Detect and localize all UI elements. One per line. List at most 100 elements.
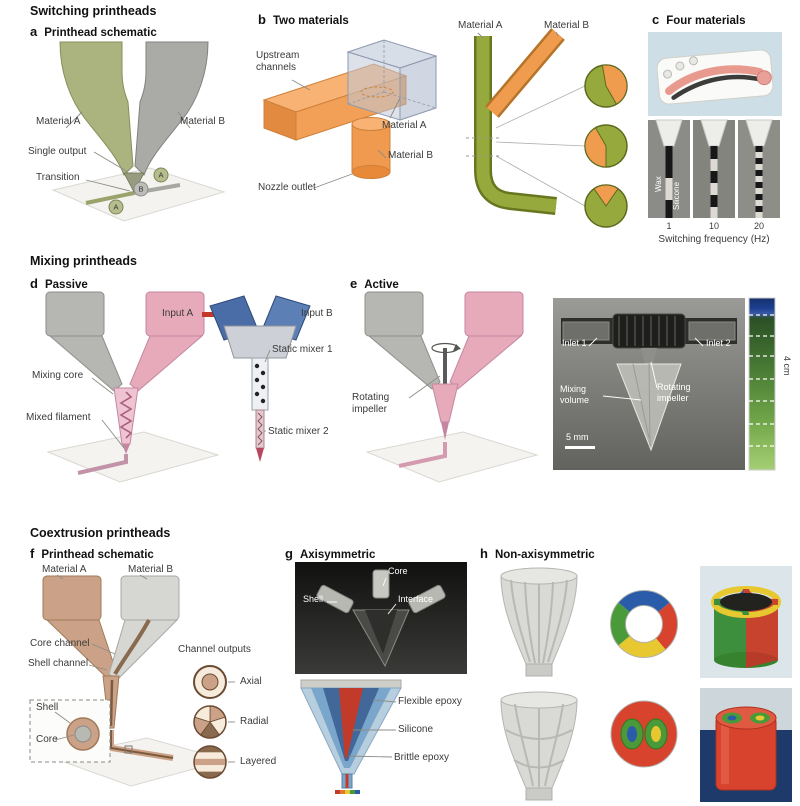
panel-c-frequency-photos <box>648 119 780 218</box>
panel-d-mixed-filament-label: Mixed filament <box>26 412 91 423</box>
panel-e-header: e Active <box>350 276 399 291</box>
panel-f-core-label: Core <box>36 734 58 745</box>
panel-f-schematic <box>29 574 235 787</box>
panel-d-letter: d <box>30 276 38 291</box>
panel-h-cross-section-blobs <box>610 700 678 768</box>
panel-f-title: Printhead schematic <box>41 549 154 561</box>
material-a-box <box>346 39 438 121</box>
panel-f-shell-channel-label: Shell channel <box>28 658 89 669</box>
panel-f-core-channel-label: Core channel <box>30 638 90 649</box>
shell-core-inset <box>29 699 111 763</box>
panel-e-schematic <box>364 291 539 483</box>
mixer-hardware <box>561 313 737 364</box>
panel-e-height-scale-label: 4 cm <box>782 356 792 376</box>
panel-a-illustration <box>51 41 226 222</box>
panel-c-tick-10: 10 <box>708 221 719 231</box>
syringe-gray <box>364 291 441 390</box>
panel-b-title: Two materials <box>272 15 349 27</box>
panel-e-photo <box>553 298 745 470</box>
panel-c-title: Four materials <box>666 15 746 27</box>
syringe-gray <box>45 291 123 392</box>
printed-cylinder <box>715 706 777 791</box>
strip-20hz <box>738 119 780 218</box>
panel-f-layered-label: Layered <box>240 756 277 767</box>
static-mixer-2-tube <box>255 409 265 462</box>
panel-d-mixing-core-label: Mixing core <box>32 370 84 381</box>
leader-lines <box>477 31 559 39</box>
panel-c-device-photo <box>648 32 782 116</box>
panel-g-letter: g <box>285 546 293 561</box>
core-channel-flow <box>113 619 151 676</box>
panel-g-illustrations <box>295 562 467 794</box>
panel-e-mixing-volume-label: Mixing volume <box>560 384 590 405</box>
panel-c-tick-1: 1 <box>666 221 672 231</box>
panel-f-header: f Printhead schematic <box>30 546 154 561</box>
panel-h-header: h Non-axisymmetric <box>480 546 595 561</box>
flutes <box>505 703 573 787</box>
panel-c-axis-label: Switching frequency (Hz) <box>658 234 770 245</box>
panel-f-letter: f <box>30 546 35 561</box>
panel-c-silicone-label: Silicone <box>672 181 681 210</box>
flutes <box>510 579 568 664</box>
panel-e-inlet-1-label: Inlet 1 <box>562 338 587 348</box>
impeller-rod <box>431 342 461 398</box>
color-ring <box>610 590 678 658</box>
panel-h-cross-section-ring <box>610 590 678 658</box>
panel-g-silicone-label: Silicone <box>398 724 434 735</box>
layer-dashes <box>749 314 775 447</box>
panel-e-rotating-impeller-label: Rotating impeller <box>352 392 390 415</box>
panel-h-nozzle-render-2 <box>500 691 578 801</box>
panel-b-material-b-channel-label: Material B <box>544 20 590 31</box>
panel-b-header: b Two materials <box>258 12 349 27</box>
panel-c-letter: c <box>652 12 660 27</box>
panel-g-header: g Axisymmetric <box>285 546 375 561</box>
build-platform <box>365 431 539 483</box>
syringe-pink <box>449 291 524 390</box>
scale-bar <box>565 446 595 449</box>
panel-a-material-b-label: Material B <box>180 116 226 127</box>
panel-h-print-photo-2 <box>700 688 792 802</box>
static-mixer-1-tube <box>251 357 269 411</box>
panel-e-rotating-impeller-photo-label: Rotating impeller <box>657 382 691 403</box>
panel-a-single-output-label: Single output <box>28 146 87 157</box>
panel-b-switching-diagram <box>466 28 628 228</box>
panel-a-title: Printhead schematic <box>44 27 157 39</box>
panel-e-letter: e <box>350 276 358 291</box>
leader-lines <box>348 699 397 758</box>
panel-b-material-b-label: Material B <box>388 150 434 161</box>
coextrusion-photo <box>295 562 467 674</box>
panel-d-schematic <box>45 291 220 483</box>
leader-lines <box>264 349 271 432</box>
rainbow-extrudate <box>335 790 360 794</box>
nozzle-outlet-cylinder <box>351 117 391 179</box>
printed-cylinder <box>711 586 781 668</box>
panel-g-brittle-epoxy-label: Brittle epoxy <box>394 752 450 763</box>
panel-a-letter: a <box>30 24 38 39</box>
panel-a-header: a Printhead schematic <box>30 24 157 39</box>
panel-b-material-a-channel-label: Material A <box>458 20 503 31</box>
section-title-switching: Switching printheads <box>30 4 157 18</box>
panel-d-static-mixer <box>202 295 311 462</box>
leader-lines <box>65 111 191 192</box>
nozzle-material-b <box>134 41 209 176</box>
panel-c-header: c Four materials <box>652 12 745 27</box>
panel-d-header: d Passive <box>30 276 88 291</box>
panel-c-tick-20: 20 <box>753 221 764 231</box>
panel-b-nozzle-schematic <box>262 39 438 189</box>
channel-output-layered <box>193 745 227 779</box>
panel-f-material-a-label: Material A <box>42 564 87 575</box>
panel-d-input-a-label: Input A <box>162 308 194 319</box>
mixed-filament-line <box>77 454 128 475</box>
panel-a-marker-a1: A <box>158 170 164 180</box>
nozzle-material-a <box>59 41 134 176</box>
syringe-shell-tan <box>42 575 118 681</box>
channel-orange <box>485 28 565 118</box>
strip-1hz <box>648 119 690 218</box>
panel-g-flexible-epoxy-label: Flexible epoxy <box>398 696 462 707</box>
deposit-markers <box>108 167 169 215</box>
channel-output-axial <box>193 665 227 699</box>
panel-d-title: Passive <box>44 279 88 291</box>
microfluidic-chip <box>656 49 774 105</box>
strip-10hz <box>693 119 735 218</box>
